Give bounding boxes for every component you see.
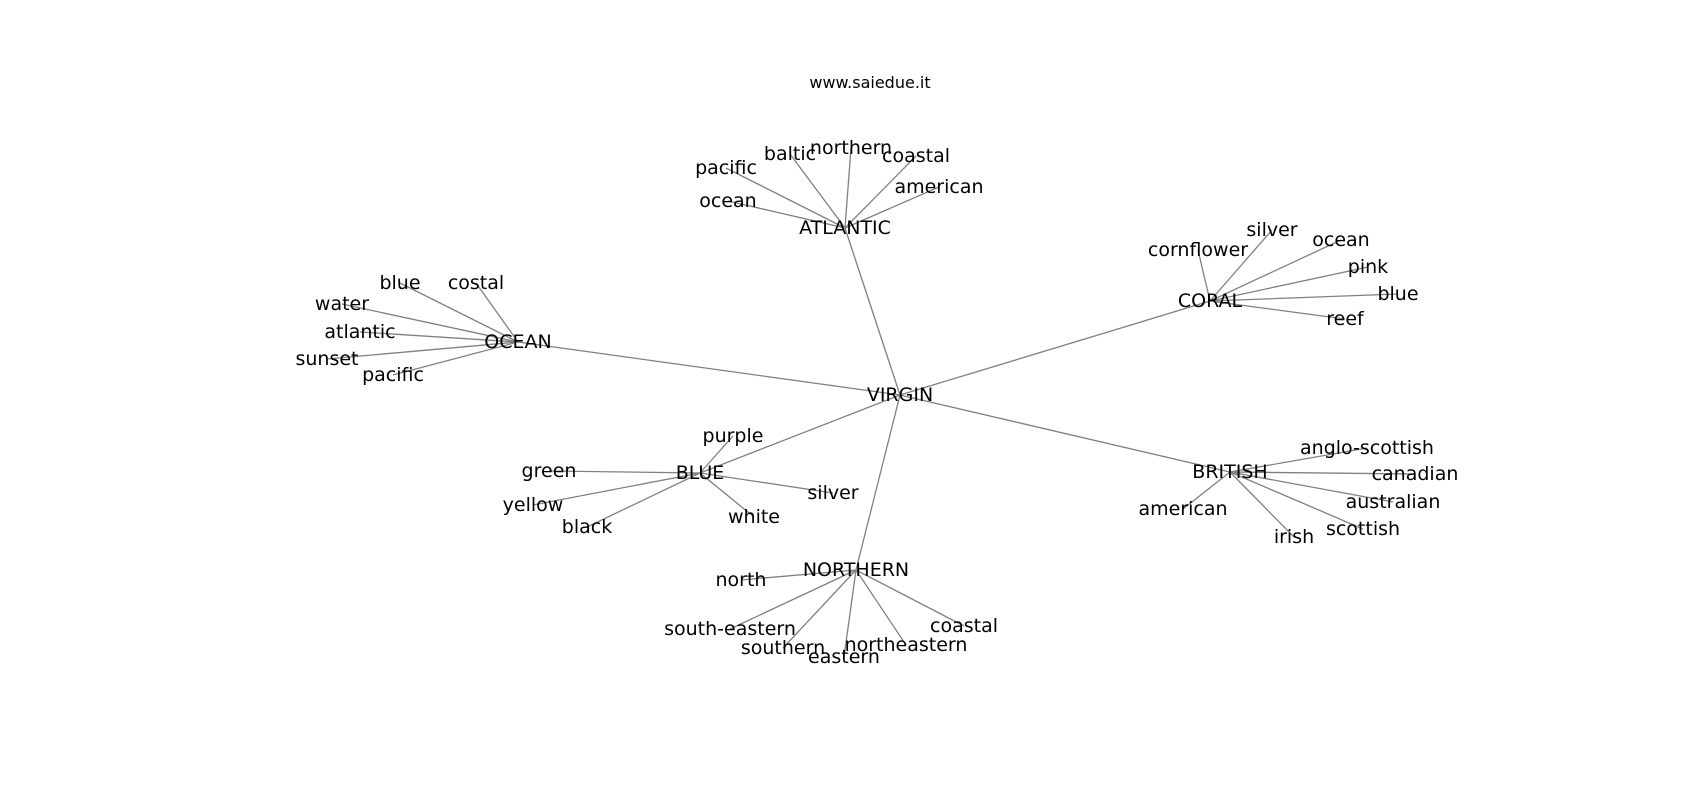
edge-hub-leaf [1229,471,1295,538]
edge-hub-leaf [341,303,519,343]
edge-hub-leaf [1209,239,1342,302]
leaf-node-label: south-eastern [664,618,796,640]
leaf-node-label: ocean [1312,229,1369,251]
edge-hub-leaf [699,472,834,494]
edge-hub-leaf [548,470,701,474]
leaf-node-label: scottish [1326,518,1400,540]
leaf-node-label: green [522,460,577,482]
edge-hub-leaf [699,435,734,474]
leaf-node-label: atlantic [324,321,395,343]
edge-hub-leaf [399,282,519,343]
leaf-node-label: silver [807,482,858,504]
leaf-node-label: silver [1246,219,1297,241]
edge-hub-leaf [1229,471,1416,475]
hub-node-label: BLUE [676,462,725,484]
leaf-node-label: water [315,293,369,315]
edge-hub-leaf [475,282,519,343]
edge-hub-leaf [1197,249,1211,302]
edge-hub-leaf [1209,266,1369,302]
edge-hub-leaf [326,341,519,360]
leaf-node-label: northeastern [845,634,968,656]
leaf-node-label: yellow [503,494,564,516]
edge-hub-leaf [843,569,857,658]
edge-hub-leaf [782,569,857,649]
edge-hub-leaf [789,153,846,229]
edge-center-hub [855,394,901,571]
edge-hub-leaf [844,155,917,229]
leaf-node-label: black [562,516,612,538]
edge-hub-leaf [844,147,852,229]
graph-edges [326,147,1416,658]
edge-hub-leaf [844,186,940,229]
graph-nodes: VIRGIN ATLANTIC ocean pacific balticnorthern… [295,137,1458,668]
leaf-node-label: costal [448,272,504,294]
leaf-node-label: reef [1326,308,1365,330]
hub-node-label: ATLANTIC [799,217,891,239]
edge-center-hub [517,341,901,396]
edge-center-hub [844,227,901,396]
leaf-node-label: american [894,176,983,198]
leaf-node-label: ocean [699,190,756,212]
edge-hub-leaf [586,472,701,528]
edge-hub-leaf [392,341,519,376]
center-node-label: VIRGIN [867,384,933,406]
leaf-node-label: canadian [1372,463,1459,485]
leaf-node-label: blue [379,272,420,294]
edge-hub-leaf [1229,447,1368,473]
edge-center-hub [899,394,1231,473]
edge-hub-leaf [727,200,846,229]
hub-node-label: NORTHERN [803,559,909,581]
edge-hub-leaf [729,569,857,630]
leaf-node-label: australian [1346,491,1441,513]
leaf-node-label: pacific [695,157,757,179]
edge-hub-leaf [1209,293,1399,302]
leaf-node-label: pacific [362,364,424,386]
hub-node-label: BRITISH [1192,461,1267,483]
leaf-node-label: purple [703,425,764,447]
leaf-node-label: eastern [808,646,880,668]
leaf-node-label: coastal [930,615,998,637]
edge-hub-leaf [699,472,755,518]
leaf-node-label: sunset [295,348,358,370]
edge-hub-leaf [1209,300,1346,320]
leaf-node-label: anglo-scottish [1300,437,1434,459]
edge-hub-leaf [740,569,857,581]
edge-hub-leaf [1229,471,1394,503]
hub-node-label: OCEAN [484,331,551,353]
edge-hub-leaf [855,569,965,627]
hub-node-label: CORAL [1178,290,1243,312]
edge-hub-leaf [532,472,701,506]
edge-hub-leaf [359,331,519,343]
edge-hub-leaf [1182,471,1231,510]
edge-hub-leaf [1229,471,1364,530]
edge-hub-leaf [855,569,907,646]
leaf-node-label: white [728,506,780,528]
leaf-node-label: cornflower [1148,239,1248,261]
edge-hub-leaf [725,167,846,229]
edge-center-hub [699,394,901,474]
edge-hub-leaf [1209,229,1273,302]
leaf-node-label: coastal [882,145,950,167]
leaf-node-label: pink [1348,256,1388,278]
leaf-node-label: southern [741,637,825,659]
leaf-node-label: american [1138,498,1227,520]
leaf-node-label: blue [1377,283,1418,305]
leaf-node-label: irish [1274,526,1314,548]
edge-center-hub [899,300,1211,396]
leaf-node-label: north [716,569,767,591]
leaf-node-label: northern [810,137,892,159]
graph-title: www.saiedue.it [809,73,930,92]
leaf-node-label: baltic [764,143,816,165]
